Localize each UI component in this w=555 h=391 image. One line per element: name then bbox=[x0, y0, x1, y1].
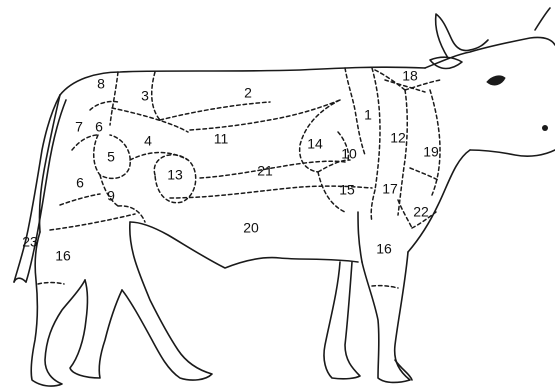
region-label-19: 19 bbox=[423, 144, 439, 160]
region-label-22: 22 bbox=[413, 204, 429, 220]
region-label-1: 1 bbox=[364, 107, 372, 123]
region-label-21: 21 bbox=[257, 163, 273, 179]
region-label-16-rear: 16 bbox=[55, 248, 71, 264]
region-label-3: 3 bbox=[141, 88, 149, 104]
region-label-16-front: 16 bbox=[376, 241, 392, 257]
cow-outline bbox=[14, 8, 555, 386]
region-label-14: 14 bbox=[307, 136, 323, 152]
region-label-2: 2 bbox=[244, 85, 252, 101]
region-labels: 1 2 3 4 5 6 6 7 8 9 10 11 12 13 14 15 16… bbox=[22, 68, 439, 264]
region-label-4: 4 bbox=[144, 133, 152, 149]
region-label-9: 9 bbox=[107, 188, 115, 204]
region-label-13: 13 bbox=[167, 167, 183, 183]
region-label-6-lower: 6 bbox=[76, 175, 84, 191]
region-label-6-upper: 6 bbox=[95, 119, 103, 135]
region-label-18: 18 bbox=[402, 68, 418, 84]
eye-shape bbox=[487, 76, 505, 85]
region-label-8: 8 bbox=[97, 76, 105, 92]
region-label-20: 20 bbox=[243, 220, 259, 236]
region-label-12: 12 bbox=[390, 130, 406, 146]
region-label-11: 11 bbox=[214, 131, 229, 147]
region-label-5: 5 bbox=[107, 149, 115, 165]
region-label-10: 10 bbox=[341, 146, 357, 162]
region-label-7: 7 bbox=[75, 119, 83, 135]
region-label-15: 15 bbox=[339, 182, 355, 198]
region-label-23: 23 bbox=[22, 234, 38, 250]
region-label-17: 17 bbox=[382, 181, 398, 197]
